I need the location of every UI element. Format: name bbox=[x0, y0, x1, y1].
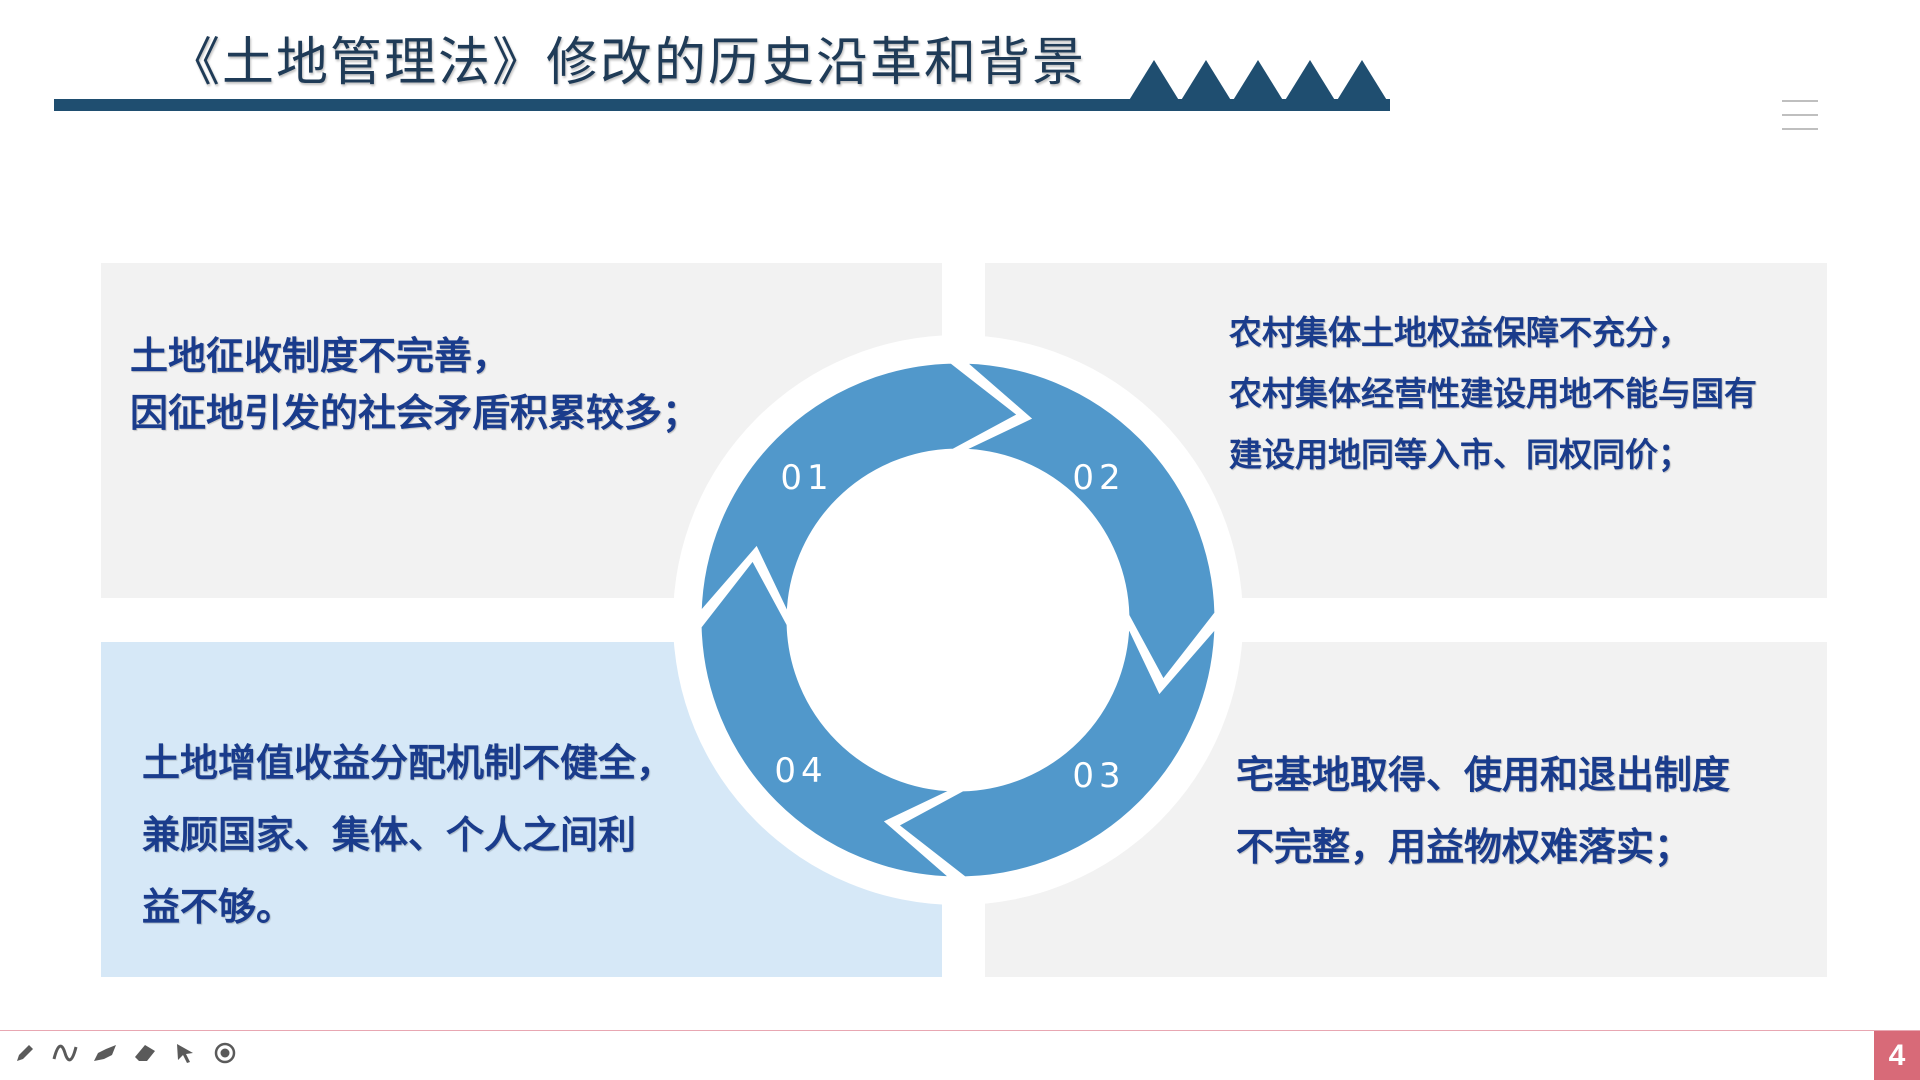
mountain-decoration-icon bbox=[1128, 60, 1388, 102]
slide-title: 《土地管理法》修改的历史沿革和背景 bbox=[168, 33, 1087, 93]
panel-top-right-text: 农村集体土地权益保障不充分， 农村集体经营性建设用地不能与国有 建设用地同等入市… bbox=[1229, 302, 1757, 485]
cycle-label-02: 02 bbox=[1072, 458, 1125, 498]
eraser-icon[interactable] bbox=[132, 1040, 158, 1066]
brush-icon[interactable] bbox=[92, 1040, 118, 1066]
panel-line: 土地增值收益分配机制不健全， bbox=[142, 741, 675, 785]
presentation-toolbar bbox=[12, 1040, 238, 1066]
panel-line: 宅基地取得、使用和退出制度 bbox=[1236, 753, 1731, 797]
panel-line: 建设用地同等入市、同权同价； bbox=[1229, 435, 1691, 474]
cycle-label-03: 03 bbox=[1072, 756, 1125, 796]
panel-line: 土地征收制度不完善， bbox=[130, 334, 511, 378]
panel-bottom-left-text: 土地增值收益分配机制不健全， 兼顾国家、集体、个人之间利 益不够。 bbox=[142, 727, 674, 943]
menu-icon[interactable] bbox=[1782, 100, 1818, 134]
panel-line: 不完整，用益物权难落实； bbox=[1236, 825, 1693, 869]
title-bar bbox=[54, 99, 1390, 111]
panel-line: 兼顾国家、集体、个人之间利 bbox=[142, 813, 637, 857]
cycle-label-04: 04 bbox=[774, 751, 827, 791]
panel-line: 农村集体经营性建设用地不能与国有 bbox=[1229, 374, 1757, 413]
pointer-icon[interactable] bbox=[172, 1040, 198, 1066]
curve-icon[interactable] bbox=[52, 1040, 78, 1066]
pen-icon[interactable] bbox=[12, 1040, 38, 1066]
record-icon[interactable] bbox=[212, 1040, 238, 1066]
cycle-label-01: 01 bbox=[780, 458, 833, 498]
panel-line: 农村集体土地权益保障不充分， bbox=[1229, 313, 1691, 352]
panel-line: 益不够。 bbox=[142, 885, 295, 929]
panel-bottom-right-text: 宅基地取得、使用和退出制度 不完整，用益物权难落实； bbox=[1236, 739, 1730, 883]
panel-line: 因征地引发的社会矛盾积累较多； bbox=[130, 391, 701, 435]
page-number-badge: 4 bbox=[1874, 1031, 1920, 1080]
panel-top-left-text: 土地征收制度不完善， 因征地引发的社会矛盾积累较多； bbox=[130, 328, 700, 442]
footer-divider bbox=[0, 1030, 1920, 1031]
cycle-center bbox=[788, 450, 1128, 790]
